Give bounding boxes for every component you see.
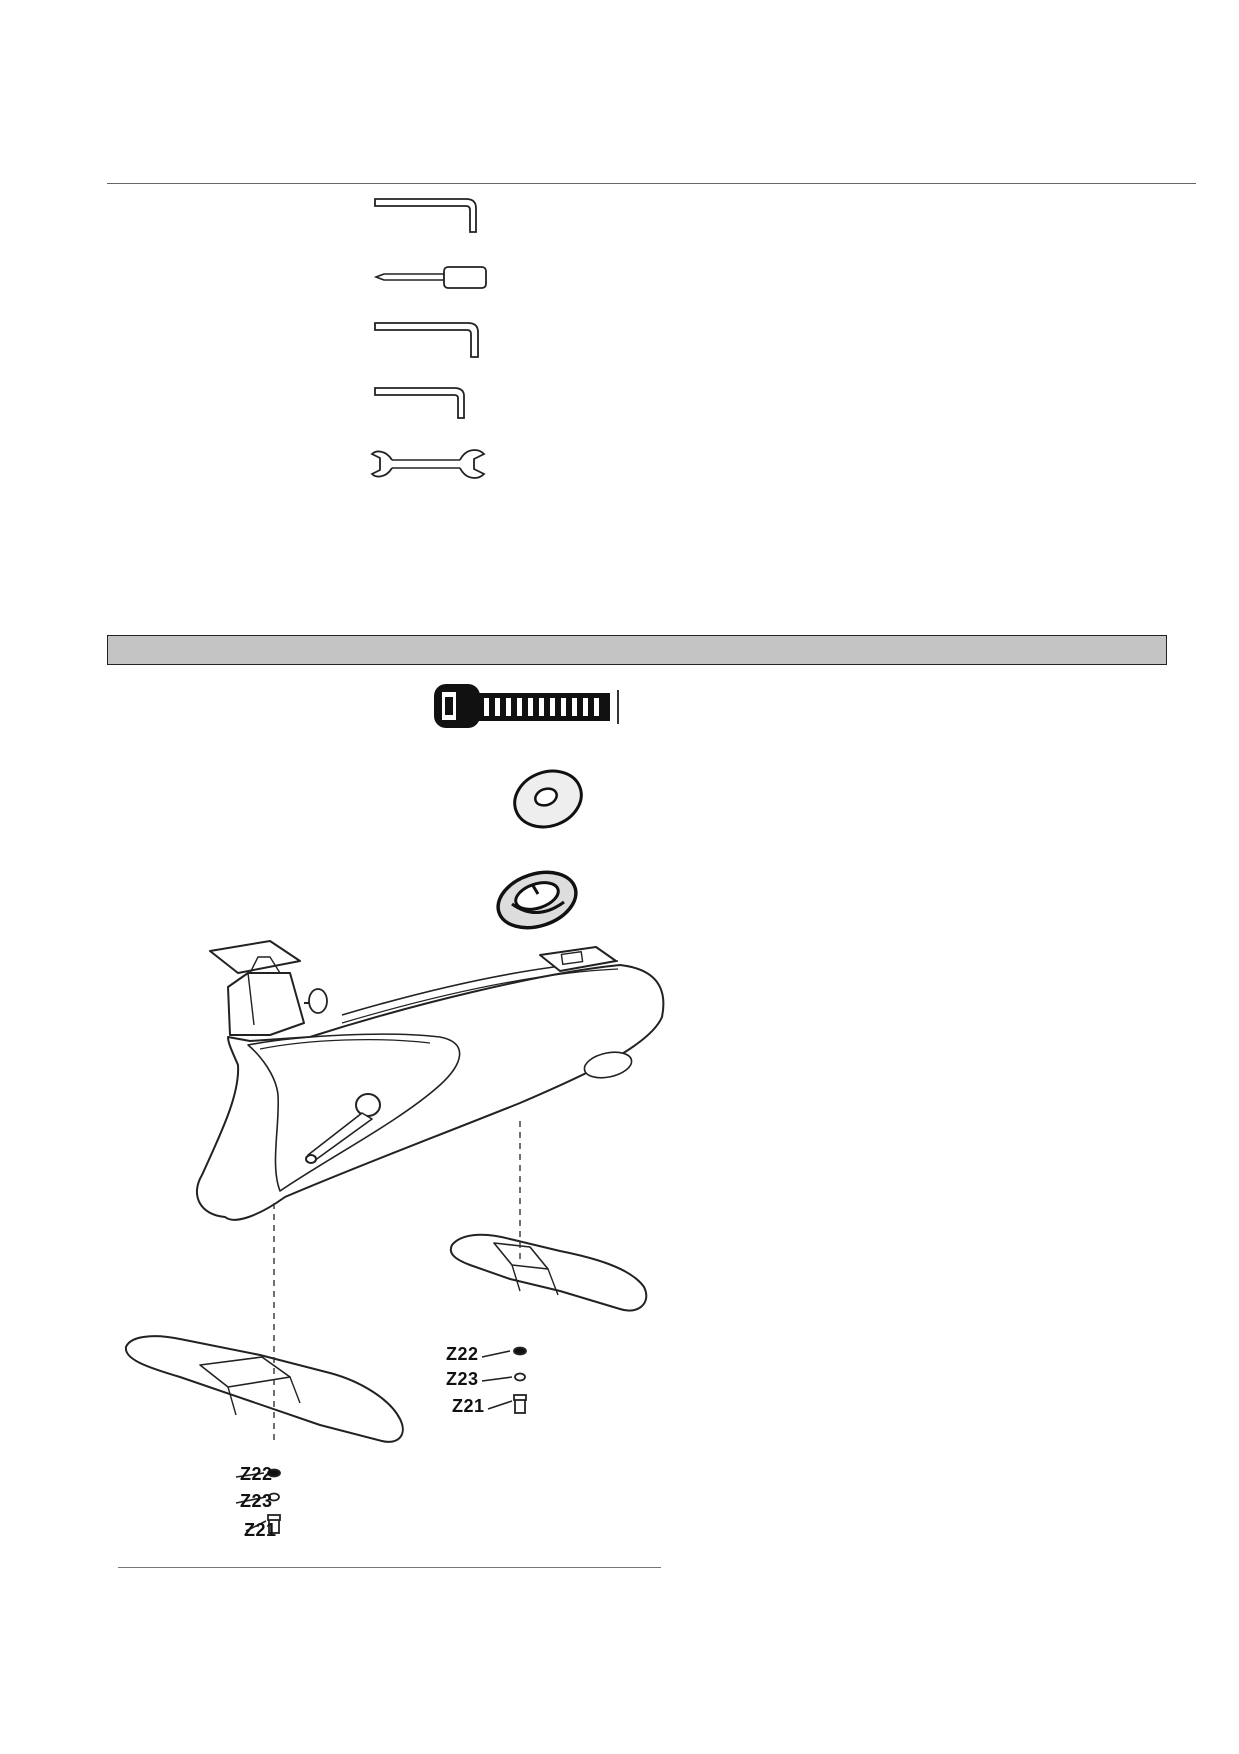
callout-z23-rear: Z23 [446, 1369, 479, 1389]
callout-z22-front: Z22 [240, 1464, 273, 1484]
callout-z21-rear: Z21 [452, 1396, 485, 1416]
spring-washer-icon [496, 870, 578, 930]
allen-key-icon [374, 387, 465, 419]
section-header-band [107, 635, 1167, 665]
allen-key-icon [374, 322, 479, 358]
top-rule [107, 183, 1196, 184]
callout-z22-rear: Z22 [446, 1344, 479, 1364]
wrench-icon [370, 449, 486, 479]
flat-washer-icon [513, 769, 583, 829]
allen-key-icon [374, 198, 477, 233]
bike-frame-assembly-drawing [124, 940, 665, 1534]
bottom-rule [118, 1567, 661, 1568]
screwdriver-icon [373, 266, 487, 289]
callout-z23-front: Z23 [240, 1491, 273, 1511]
callout-z21-front: Z21 [244, 1520, 277, 1540]
bolt-icon [434, 684, 619, 728]
